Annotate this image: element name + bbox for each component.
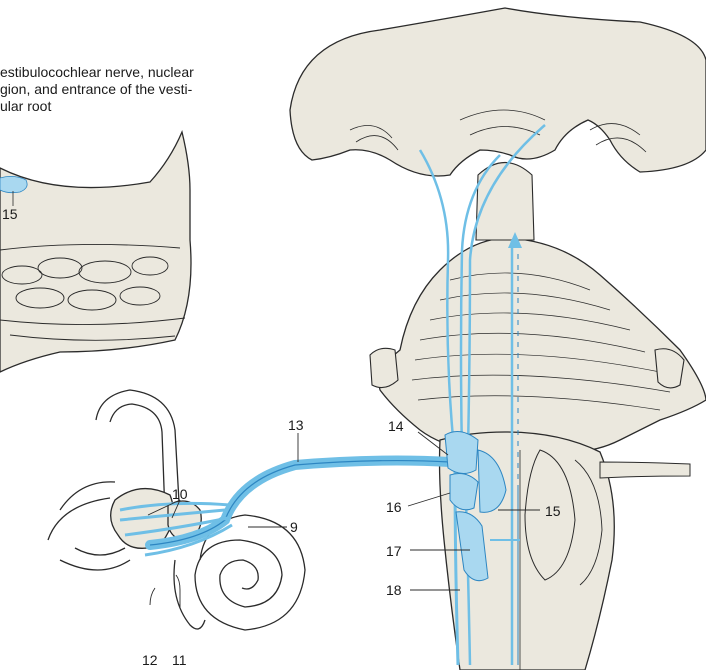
label-13: 13 [288, 417, 304, 433]
label-18: 18 [386, 582, 402, 598]
caption-line-1: estibulocochlear nerve, nuclear [0, 64, 270, 81]
cerebellum [290, 8, 706, 176]
label-16: 16 [386, 499, 402, 515]
label-15: 15 [545, 503, 561, 519]
label-9: 9 [290, 519, 298, 535]
label-11: 11 [172, 652, 187, 668]
caption-line-2: gion, and entrance of the vesti- [0, 81, 270, 98]
label-14: 14 [388, 418, 404, 434]
inner-ear [48, 390, 305, 630]
label-15-inset: 15 [2, 206, 18, 222]
figure-caption: estibulocochlear nerve, nuclear gion, an… [0, 64, 270, 115]
label-12: 12 [142, 652, 158, 668]
pons [370, 163, 706, 452]
label-17: 17 [386, 543, 402, 559]
caption-line-3: ular root [0, 98, 270, 115]
label-10: 10 [172, 486, 188, 502]
inset-nucleus [0, 176, 27, 192]
inset-brainstem-section [0, 132, 191, 372]
